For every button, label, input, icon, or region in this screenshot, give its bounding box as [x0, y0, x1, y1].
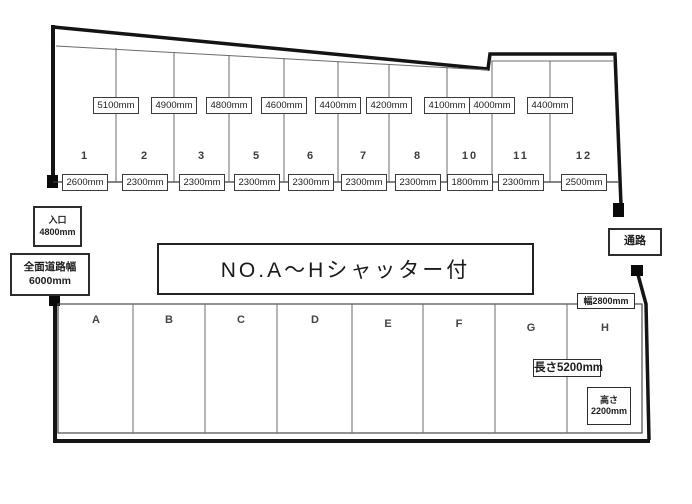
unit-number-10: 10 [461, 150, 479, 162]
entrance-label-dimension: 4800mm [39, 226, 76, 237]
width-label-unit-11: 2300mm [498, 174, 544, 191]
shutter-note-box: NO.A〜Hシャッター付 [157, 243, 534, 295]
bottom-width-label: 幅2800mm [577, 293, 635, 309]
entrance-label: 入口 4800mm [33, 206, 82, 247]
corner-marker-top-right [613, 203, 624, 217]
depth-label-2: 4900mm [151, 97, 197, 114]
width-label-unit-2: 2300mm [122, 174, 168, 191]
width-label-unit-5: 2300mm [234, 174, 280, 191]
unit-letter-d: D [311, 314, 319, 326]
unit-number-8: 8 [413, 150, 423, 162]
top-section-boundary [47, 25, 624, 217]
bottom-length-label: 長さ5200mm [533, 359, 604, 377]
unit-number-3: 3 [197, 150, 207, 162]
unit-number-1: 1 [80, 150, 90, 162]
unit-letter-g: G [526, 322, 536, 334]
depth-label-3: 4800mm [206, 97, 252, 114]
passage-label: 通路 [608, 228, 662, 256]
unit-letter-e: E [384, 318, 392, 330]
passage-label-text: 通路 [624, 235, 646, 248]
bottom-height-label: 高さ 2200mm [587, 387, 631, 425]
shutter-note-text: NO.A〜Hシャッター付 [220, 259, 471, 282]
unit-letter-h: H [601, 322, 609, 334]
corner-marker-bottom-right [631, 265, 643, 276]
unit-letter-f: F [455, 318, 463, 330]
unit-number-7: 7 [359, 150, 369, 162]
road-width-label-title: 全面道路幅 [23, 261, 77, 274]
depth-label-1: 5100mm [93, 97, 139, 114]
bottom-height-label-title: 高さ [599, 394, 618, 405]
width-label-unit-1: 2600mm [62, 174, 108, 191]
width-label-unit-6: 2300mm [288, 174, 334, 191]
unit-letter-b: B [165, 314, 173, 326]
width-label-unit-8: 2300mm [395, 174, 441, 191]
unit-letter-c: C [237, 314, 245, 326]
unit-letter-a: A [92, 314, 100, 326]
bottom-length-label-text: 長さ5200mm [534, 362, 604, 374]
road-width-label-dimension: 6000mm [28, 274, 72, 287]
width-label-unit-10: 1800mm [447, 174, 493, 191]
bottom-section-boundary [49, 265, 651, 443]
unit-number-11: 11 [513, 150, 529, 162]
depth-label-6: 4200mm [366, 97, 412, 114]
corner-marker-top-left [47, 175, 58, 188]
depth-label-9: 4400mm [527, 97, 573, 114]
unit-number-6: 6 [306, 150, 316, 162]
depth-label-4: 4600mm [261, 97, 307, 114]
entrance-label-title: 入口 [48, 215, 67, 226]
unit-number-2: 2 [140, 150, 150, 162]
depth-label-5: 4400mm [315, 97, 361, 114]
unit-number-12: 12 [575, 150, 593, 162]
width-label-unit-12: 2500mm [561, 174, 607, 191]
depth-label-7: 4100mm [424, 97, 470, 114]
width-label-unit-3: 2300mm [179, 174, 225, 191]
bottom-height-label-dimension: 2200mm [590, 406, 628, 416]
width-label-unit-7: 2300mm [341, 174, 387, 191]
unit-number-5: 5 [252, 150, 262, 162]
bottom-width-label-text: 幅2800mm [583, 296, 629, 306]
corner-marker-bottom-left [49, 294, 60, 306]
depth-label-8: 4000mm [469, 97, 515, 114]
road-width-label: 全面道路幅 6000mm [10, 253, 90, 296]
top-section-unit-edges [53, 45, 618, 183]
